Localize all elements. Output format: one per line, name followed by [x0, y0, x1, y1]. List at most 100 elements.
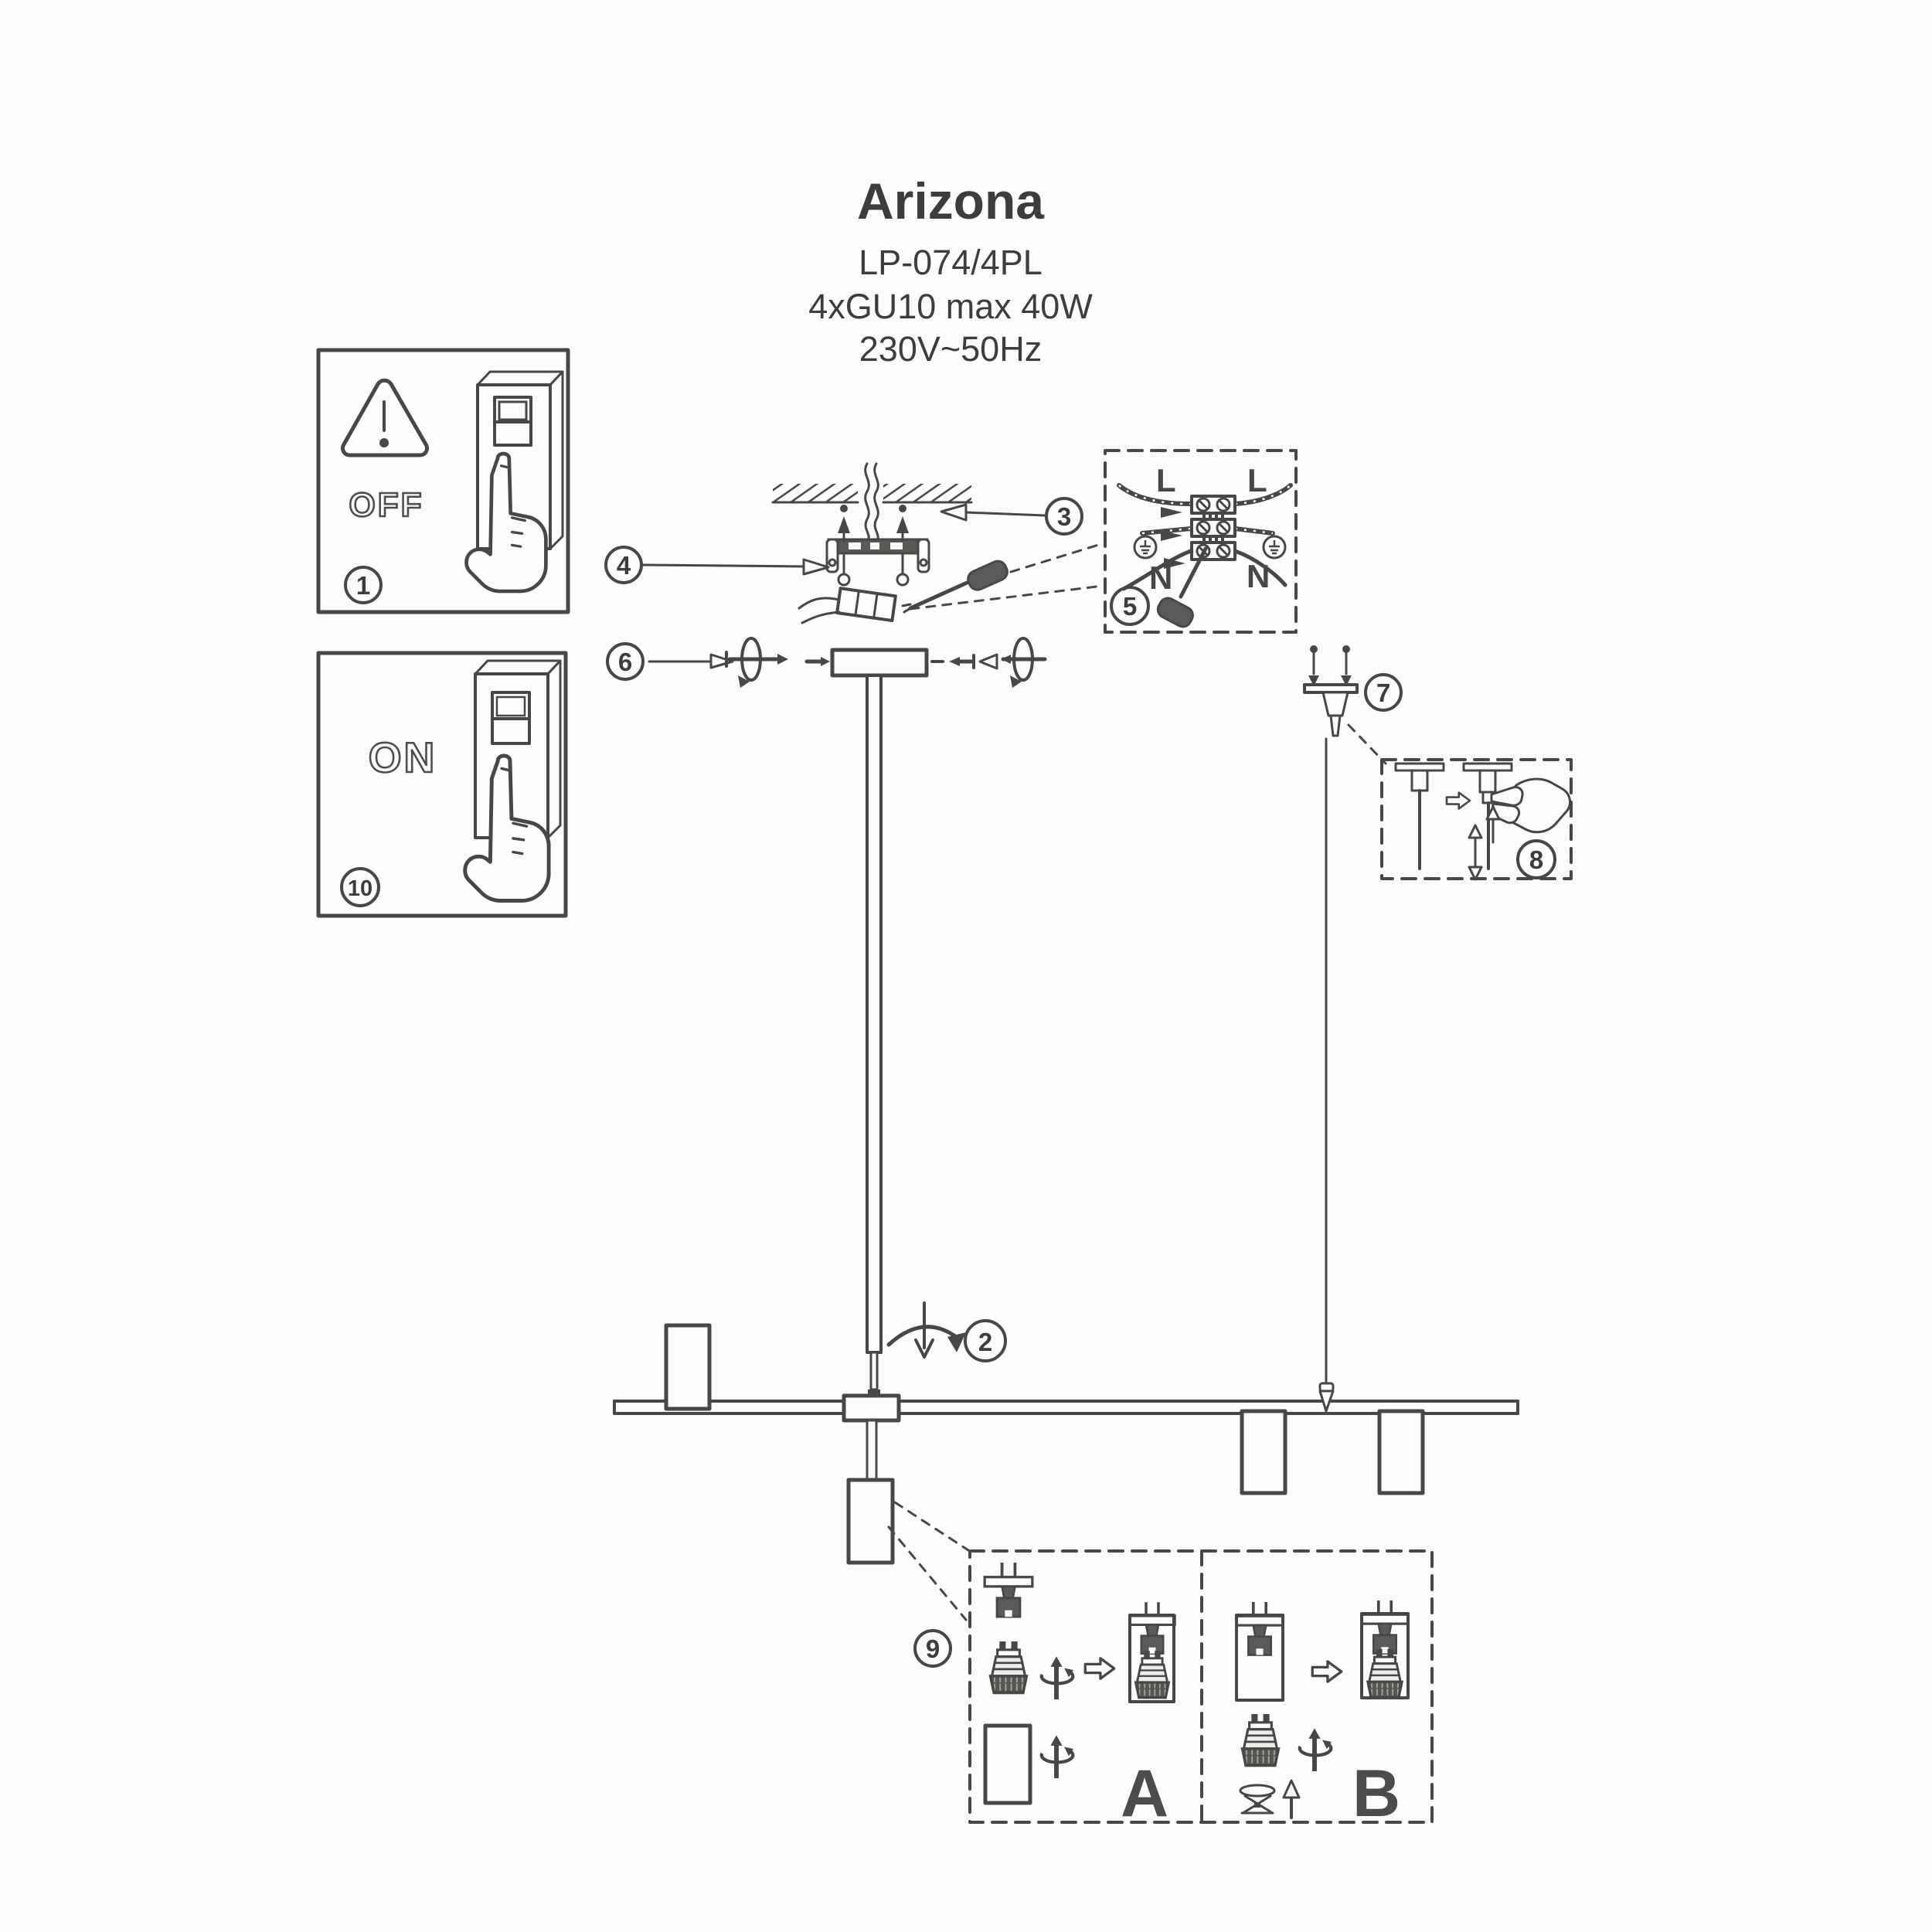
bulb-spec: 4xGU10 max 40W — [808, 287, 1093, 326]
variant-b-label: B — [1352, 1757, 1400, 1831]
next-arrow-icon — [1311, 1660, 1343, 1683]
cable-mount-stem — [1321, 691, 1349, 717]
svg-text:6: 6 — [618, 648, 632, 676]
step-arrow-6 — [648, 653, 734, 669]
next-arrow-icon — [1083, 1657, 1116, 1680]
rod-nut — [868, 1389, 880, 1397]
leader-line — [893, 1501, 970, 1552]
leader-to-wiring-detail — [1009, 542, 1105, 573]
off-label: OFF — [349, 486, 424, 524]
pull-up-arrow-icon — [1485, 805, 1501, 844]
wire — [801, 611, 841, 624]
screwdriver-icon — [901, 560, 1009, 614]
light-switch-icon — [474, 659, 562, 839]
page-title: Arizona — [857, 172, 1045, 230]
step6-canopy-row: 6 — [606, 637, 1047, 688]
step8-adjust-box: 8 — [1380, 758, 1573, 881]
step-badge-5: 5 — [1110, 586, 1150, 626]
pinching-hand-icon — [1490, 777, 1572, 834]
leader-to-wiring-detail — [909, 584, 1105, 611]
rod-upper — [866, 674, 883, 1354]
assembled-spot — [1128, 1602, 1176, 1703]
cable-mount-before — [1394, 762, 1445, 870]
wire-earth-left — [1140, 526, 1193, 536]
rotate-icon — [1042, 1656, 1073, 1699]
svg-text:7: 7 — [1376, 679, 1390, 707]
svg-text:8: 8 — [1529, 845, 1543, 874]
leader-line — [887, 1526, 968, 1621]
step-badge-9: 9 — [913, 1629, 952, 1668]
variant-b: B — [1235, 1600, 1410, 1831]
wire-label-live-left: L — [1156, 462, 1176, 498]
spot-shade-up — [664, 1323, 712, 1411]
step2-rotate: 2 — [886, 1301, 1007, 1362]
assembled-spot — [1360, 1600, 1410, 1699]
step-arrow-3 — [940, 503, 1046, 522]
mounting-bracket — [825, 538, 930, 573]
insert-up-arrow-icon — [1282, 1779, 1301, 1819]
panel-border — [316, 651, 568, 918]
screw-rotate-icon-left — [725, 637, 788, 688]
spot-shade-main — [846, 1478, 895, 1565]
header: Arizona LP-074/4PL 4xGU10 max 40W 230V~5… — [808, 172, 1093, 369]
up-down-arrow-icon — [1468, 824, 1483, 881]
svg-text:10: 10 — [348, 876, 372, 901]
svg-text:3: 3 — [1057, 502, 1071, 531]
wire-connector-block — [835, 587, 897, 622]
shade-with-socket — [1235, 1602, 1284, 1702]
wire-neutral-right — [1233, 549, 1287, 587]
screw-icon-small-left — [804, 657, 830, 666]
step-arrow-4 — [641, 558, 830, 576]
step-badge-10: 10 — [340, 867, 380, 907]
rod-tip — [869, 1351, 879, 1391]
earth-symbol-left — [1133, 535, 1158, 560]
wall-anchor-icon — [838, 505, 909, 543]
variant-a: A — [983, 1563, 1176, 1831]
step10-switch-on-panel: ON 10 — [316, 651, 568, 918]
ceiling-assembly: 3 4 — [604, 462, 1105, 624]
warning-triangle-icon — [340, 378, 430, 457]
cable-grip — [1329, 714, 1342, 737]
screwdriver-icon — [1156, 546, 1208, 628]
wire-live-right — [1233, 483, 1293, 506]
wall-anchor-icon — [1308, 645, 1352, 686]
rotate-icon — [1300, 1728, 1332, 1771]
wire-neutral-left — [1121, 549, 1193, 591]
ceiling-hatch-left — [773, 484, 858, 502]
ceiling-hatch-right — [883, 484, 971, 502]
gu10-bulb-icon — [988, 1641, 1029, 1695]
spot-shade-down-2 — [1377, 1409, 1425, 1495]
variant-a-label: A — [1121, 1757, 1168, 1831]
svg-text:2: 2 — [978, 1328, 992, 1356]
svg-text:9: 9 — [926, 1634, 940, 1663]
step-badge-7: 7 — [1364, 673, 1403, 712]
wire-label-live-right: L — [1247, 462, 1267, 498]
wire — [798, 597, 840, 610]
rotate-icon — [1042, 1735, 1073, 1778]
wire-live-left — [1117, 483, 1193, 506]
model-number: LP-074/4PL — [859, 243, 1043, 282]
step7-cable-suspension: 7 — [1303, 645, 1403, 1386]
step-badge-3: 3 — [1045, 497, 1083, 536]
step-badge-4: 4 — [604, 546, 643, 584]
on-label: ON — [369, 733, 437, 781]
leader-to-adjust-detail — [1347, 723, 1387, 765]
suspension-rod — [866, 674, 883, 1397]
step-badge-6: 6 — [606, 642, 645, 681]
svg-text:4: 4 — [617, 551, 631, 580]
step-badge-8: 8 — [1516, 839, 1556, 879]
step-badge-2: 2 — [964, 1319, 1007, 1362]
trim-ring-icon — [1239, 1784, 1276, 1815]
socket-unit-icon — [983, 1563, 1034, 1618]
screw-rotate-icon-right — [978, 637, 1047, 688]
screw-icon-small-right — [930, 654, 975, 669]
rod-junction-block — [842, 1393, 901, 1423]
fixture-bar — [613, 1323, 1519, 1565]
earth-symbol-right — [1262, 535, 1287, 560]
bracket-screw-icon — [837, 552, 910, 587]
step1-switch-off-panel: OFF 1 — [316, 348, 570, 614]
canopy — [830, 648, 929, 678]
terminal-block — [1190, 495, 1236, 561]
